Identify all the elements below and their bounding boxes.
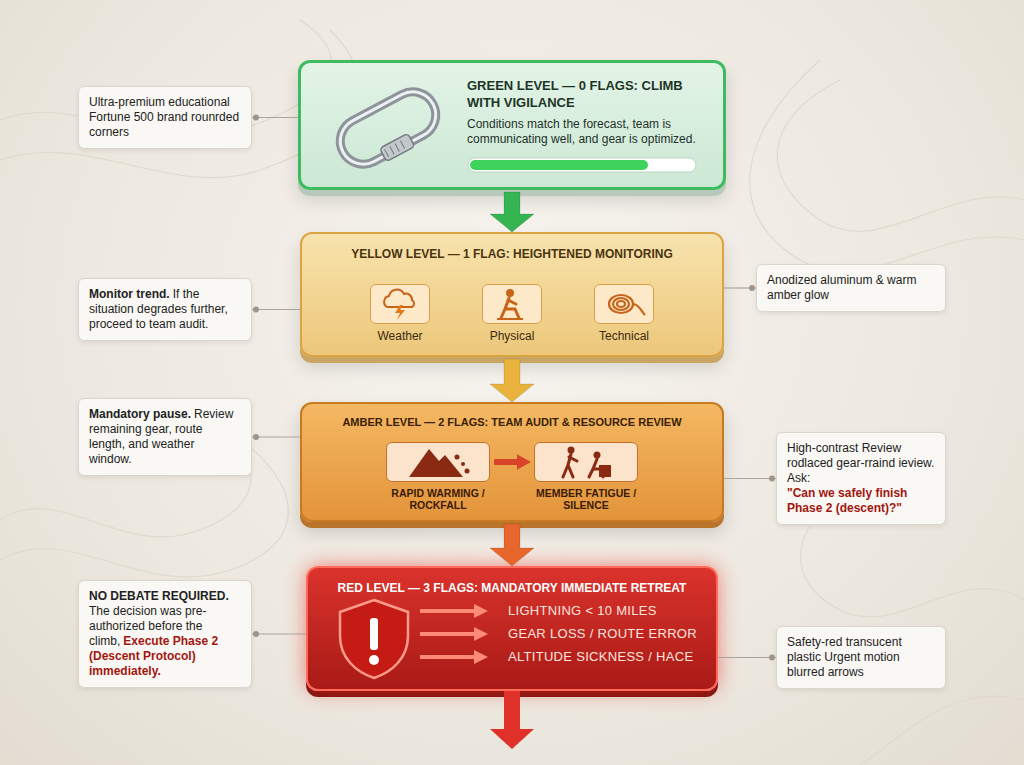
leader-line [718, 655, 776, 661]
weather-icon [371, 285, 428, 322]
icon-tile: RAPID WARMING / ROCKFALL [386, 442, 490, 482]
node-text: Safety-red transucent plastic Urgent mot… [787, 635, 935, 680]
node-text: AMBER LEVEL — 2 FLAGS: TEAM AUDIT & RESO… [312, 414, 712, 430]
leader-line [252, 307, 300, 313]
progress-bar [467, 157, 697, 173]
node-text: Mandatory pause. [89, 407, 191, 421]
node-text: GREEN LEVEL — 0 FLAGS: CLIMB WITH VIGILA… [467, 77, 707, 111]
shield-icon [332, 594, 416, 682]
flow-arrow [490, 192, 534, 232]
icon-tile: Technical [594, 284, 654, 324]
level-box: RED LEVEL — 3 FLAGS: MANDATORY IMMEDIATE… [306, 566, 718, 691]
callout-note: Monitor trend.If the situation degrades … [78, 278, 252, 341]
node-text: GEAR LOSS / ROUTE ERROR [508, 626, 706, 642]
icon-tile: Physical [482, 284, 542, 324]
carabiner-icon [323, 73, 453, 183]
physical-icon [483, 285, 540, 322]
node-text: Weather [350, 329, 450, 343]
icon-tile: MEMBER FATIGUE / SILENCE [534, 442, 638, 482]
node-text: RED LEVEL — 3 FLAGS: MANDATORY IMMEDIATE… [318, 580, 706, 596]
callout-note: NO DEBATE REQUIRED.The decision was pre-… [78, 580, 252, 688]
callout-note: High-contrast Review rodlaced gear-rrain… [776, 432, 946, 525]
leader-line [252, 115, 298, 121]
level-box: YELLOW LEVEL — 1 FLAG: HEIGHTENED MONITO… [300, 232, 724, 357]
node-text: High-contrast Review rodlaced gear-rrain… [787, 441, 934, 485]
flow-arrow [490, 359, 534, 402]
callout-note: Safety-red transucent plastic Urgent mot… [776, 626, 946, 689]
node-text: Conditions match the forecast, team is c… [467, 117, 707, 147]
node-text: RAPID WARMING / ROCKFALL [373, 487, 503, 511]
callout-note: Anodized aluminum & warm amber glow [756, 264, 946, 312]
exit-arrow [490, 691, 534, 749]
node-text: Monitor trend. [89, 287, 170, 301]
callout-note: Mandatory pause.Review remaining gear, r… [78, 398, 252, 476]
icon-tile: Weather [370, 284, 430, 324]
leader-line [724, 476, 776, 482]
leader-line [724, 285, 756, 291]
rockfall-icon [387, 443, 488, 480]
node-text: YELLOW LEVEL — 1 FLAG: HEIGHTENED MONITO… [312, 246, 712, 262]
node-text: Anodized aluminum & warm amber glow [767, 273, 935, 303]
fatigue-icon [535, 443, 636, 480]
rope-icon [595, 285, 652, 322]
flow-arrow [490, 524, 534, 566]
leader-line [252, 434, 300, 440]
node-text: Technical [574, 329, 674, 343]
callout-note: Ultra-premium educational Fortune 500 br… [78, 86, 252, 149]
node-text: MEMBER FATIGUE / SILENCE [521, 487, 651, 511]
node-text: NO DEBATE REQUIRED. [89, 589, 241, 604]
flow-arrow [494, 454, 531, 469]
leader-line [252, 631, 306, 637]
level-box: AMBER LEVEL — 2 FLAGS: TEAM AUDIT & RESO… [300, 402, 724, 522]
node-text: LIGHTNING < 10 MILES [508, 603, 706, 619]
node-text: Physical [462, 329, 562, 343]
node-text: ALTITUDE SICKNESS / HACE [508, 649, 706, 665]
node-text: Ultra-premium educational Fortune 500 br… [89, 95, 241, 140]
node-text: "Can we safely finish Phase 2 (descent)?… [787, 486, 935, 516]
level-box: GREEN LEVEL — 0 FLAGS: CLIMB WITH VIGILA… [298, 60, 726, 190]
